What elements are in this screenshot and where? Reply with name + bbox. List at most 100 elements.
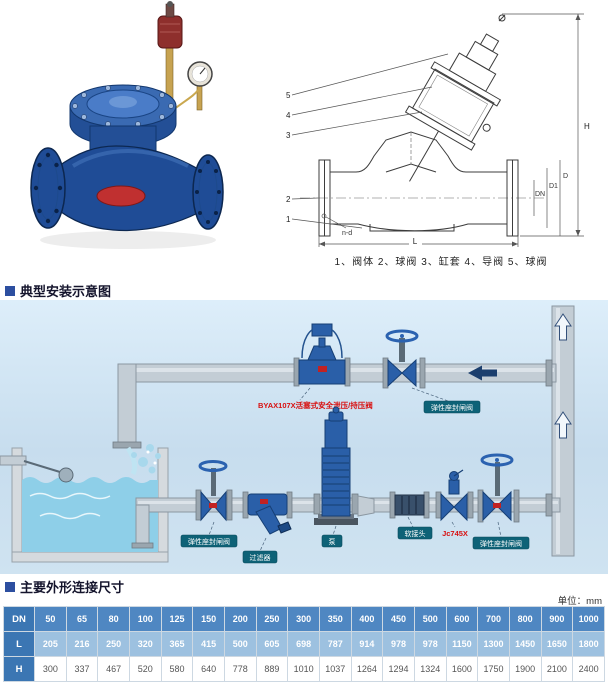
dimension-D: D xyxy=(559,160,568,236)
float-valve-label: Jc745X xyxy=(442,529,468,538)
dim-value-cell: 889 xyxy=(255,656,289,682)
dim-value-cell: 80 xyxy=(97,606,130,632)
float-control-valve xyxy=(435,469,474,522)
pilot-tube xyxy=(172,89,199,111)
gate-valve-suction-tag: 弹性座封闸阀 xyxy=(180,534,238,548)
dim-value-cell: 415 xyxy=(192,631,225,657)
dim-value-cell: 1324 xyxy=(413,656,447,682)
dimension-L: L xyxy=(318,236,519,247)
dim-value-cell: 125 xyxy=(160,606,194,632)
pressure-gauge xyxy=(187,61,213,111)
float-arm xyxy=(23,460,61,473)
dim-value-cell: 1900 xyxy=(508,656,542,682)
valve-body-outline xyxy=(318,131,519,237)
row-label: H xyxy=(3,656,35,682)
reducer xyxy=(357,495,375,517)
dim-value-cell: 1650 xyxy=(540,631,574,657)
riser-flange xyxy=(545,493,553,517)
dim-value-cell: 400 xyxy=(350,606,384,632)
vertical-pump xyxy=(313,406,359,525)
installation-section-header: 典型安装示意图 xyxy=(5,281,111,300)
water-splash xyxy=(125,444,161,476)
svg-text:弹性座封闸阀: 弹性座封闸阀 xyxy=(431,403,473,412)
dim-value-cell: 978 xyxy=(382,631,415,657)
square-bullet-icon xyxy=(5,581,15,592)
pump-tag: 泵 xyxy=(321,534,343,548)
dim-value-cell: 2100 xyxy=(540,656,574,682)
dim-value-cell: 900 xyxy=(540,606,574,632)
dim-value-cell: 200 xyxy=(223,606,257,632)
dim-value-cell: 250 xyxy=(255,606,289,632)
dim-value-cell: 1150 xyxy=(445,631,479,657)
fill-drop-pipe xyxy=(117,363,137,445)
valve-photo xyxy=(18,0,243,278)
dim-value-cell: 450 xyxy=(382,606,415,632)
dim-value-cell: 300 xyxy=(287,606,320,632)
dim-value-cell: 320 xyxy=(128,631,162,657)
installation-diagram: BYAX107X活塞式安全泄压/持压阀 弹性座封闸阀 xyxy=(0,300,608,574)
part-leader-1: 1 xyxy=(286,215,291,224)
dim-value-cell: 1600 xyxy=(445,656,479,682)
leader-line xyxy=(407,516,414,528)
svg-text:泵: 泵 xyxy=(329,538,336,546)
leader-line xyxy=(411,387,449,402)
y-strainer xyxy=(242,491,293,535)
parts-caption: 1、阀体 2、球阀 3、缸套 4、导阀 5、球阀 xyxy=(334,257,548,268)
row-label: L xyxy=(3,631,35,657)
dim-value-cell: 350 xyxy=(318,606,352,632)
dim-value-cell: 337 xyxy=(65,656,99,682)
row-label: DN xyxy=(3,606,35,632)
leader-line xyxy=(299,387,311,401)
valve-body xyxy=(55,125,201,232)
dim-value-cell: 1000 xyxy=(572,606,605,632)
dimension-DN: DN xyxy=(533,180,545,216)
dim-value-cell: 778 xyxy=(223,656,257,682)
riser-flange xyxy=(545,359,553,387)
gate-valve-top xyxy=(382,329,426,389)
right-flange xyxy=(192,154,224,230)
dim-label-L: L xyxy=(413,237,418,246)
installation-title: 典型安装示意图 xyxy=(20,284,112,299)
suction-intake xyxy=(135,504,150,546)
part-leader-2: 2 xyxy=(286,195,291,204)
up-arrow xyxy=(554,411,572,439)
dim-value-cell: 640 xyxy=(192,656,225,682)
brand-tag xyxy=(96,185,146,207)
safety-valve-label: BYAX107X活塞式安全泄压/持压阀 xyxy=(258,400,373,410)
water xyxy=(22,477,158,552)
dim-value-cell: 914 xyxy=(350,631,384,657)
drop-pipe-flange xyxy=(112,441,142,449)
part-leader-4: 4 xyxy=(286,111,291,120)
valve-outline-drawing: H D D1 DN L xyxy=(262,2,602,252)
dim-value-cell: 216 xyxy=(65,631,99,657)
svg-text:软接头: 软接头 xyxy=(405,529,426,538)
dim-value-cell: 800 xyxy=(508,606,542,632)
safety-relief-valve xyxy=(293,323,351,387)
dim-value-cell: 365 xyxy=(160,631,194,657)
dim-value-cell: 1450 xyxy=(508,631,542,657)
dim-value-cell: 250 xyxy=(97,631,130,657)
riser-highlight xyxy=(556,308,560,554)
flow-arrow-left xyxy=(468,365,497,381)
bolt-symbol xyxy=(498,14,506,22)
svg-text:弹性座封闸阀: 弹性座封闸阀 xyxy=(188,537,230,546)
dim-value-cell: 978 xyxy=(413,631,447,657)
dim-value-cell: 500 xyxy=(413,606,447,632)
dim-label-D1: D1 xyxy=(549,183,558,190)
up-arrow xyxy=(554,313,572,341)
dimension-D1: D1 xyxy=(546,168,558,228)
dim-value-cell: 65 xyxy=(65,606,99,632)
dimension-H: H xyxy=(502,13,590,237)
dim-value-cell: 467 xyxy=(97,656,130,682)
dim-value-cell: 1010 xyxy=(287,656,320,682)
leader-line xyxy=(259,537,267,552)
dim-value-cell: 50 xyxy=(34,606,67,632)
pilot-stack-outline xyxy=(404,33,502,182)
part-leader-3: 3 xyxy=(286,131,291,140)
dim-label-DN: DN xyxy=(535,191,545,198)
